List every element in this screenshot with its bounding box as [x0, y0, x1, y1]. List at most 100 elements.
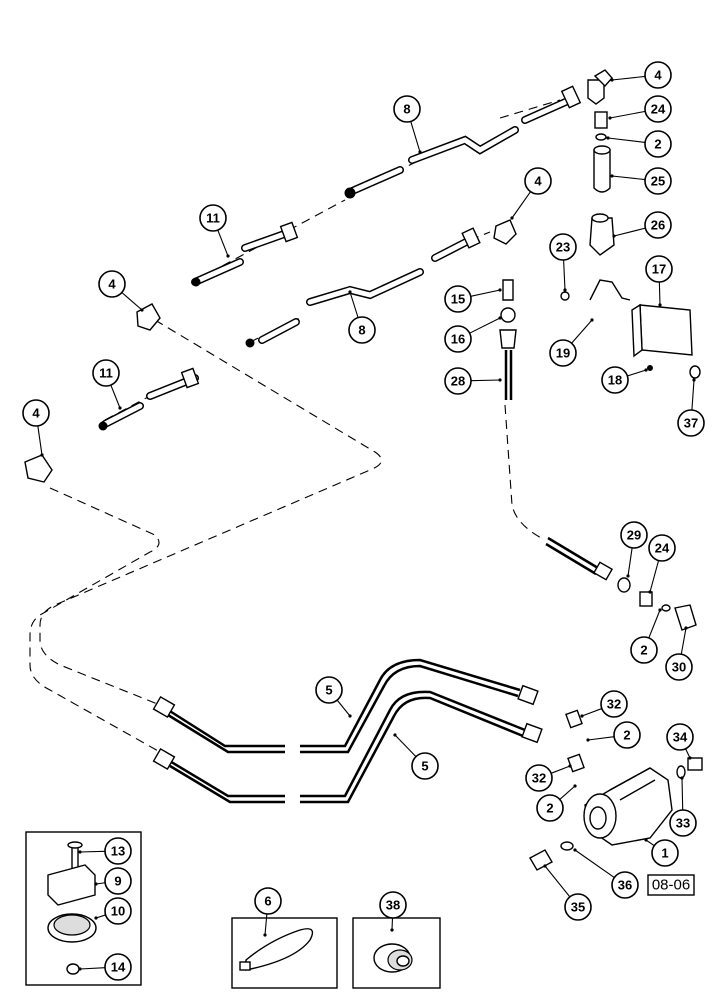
callout-23: 23 — [549, 233, 577, 292]
leader-tip — [692, 378, 696, 382]
leader-line — [349, 291, 359, 318]
callout-14: 14 — [78, 953, 132, 981]
callout-number: 19 — [556, 346, 570, 361]
callout-37: 37 — [677, 378, 705, 437]
clamp-inset — [25, 831, 142, 986]
callout-circle — [22, 399, 50, 427]
callout-circle — [549, 233, 577, 261]
callout-circle — [644, 130, 672, 158]
callout-circle — [549, 339, 577, 367]
callout-circle — [254, 887, 282, 915]
callout-number: 2 — [546, 801, 553, 816]
callout-number: 13 — [111, 844, 125, 859]
callout-number: 34 — [673, 730, 688, 745]
leader-line — [611, 75, 646, 81]
leader-line — [217, 229, 229, 257]
callout-number: 2 — [623, 728, 630, 743]
leader-tip — [573, 784, 577, 788]
strap-inset — [231, 917, 338, 989]
callout-circle — [104, 837, 132, 865]
hose-28-assembly — [499, 279, 697, 631]
leader-tip — [563, 288, 567, 292]
callout-11: 11 — [92, 359, 122, 410]
leader-tip — [648, 590, 652, 594]
leader-line — [336, 699, 351, 717]
callout-13: 13 — [78, 837, 132, 865]
leader-tip — [348, 290, 352, 294]
callout-11: 11 — [199, 204, 230, 258]
callout-24: 24 — [648, 534, 676, 594]
leader-line — [627, 369, 647, 377]
leader-line — [264, 913, 268, 936]
callout-circle — [444, 367, 472, 395]
leader-line — [581, 708, 603, 717]
callout-circle — [644, 167, 672, 195]
callout-circle — [669, 809, 697, 837]
callout-28: 28 — [444, 367, 502, 395]
leader-tip — [590, 318, 594, 322]
leader-line — [574, 849, 615, 878]
callout-number: 5 — [325, 683, 332, 698]
callout-circle — [104, 867, 132, 895]
leader-tip — [684, 626, 688, 630]
callout-circle — [524, 167, 552, 195]
leader-line — [37, 425, 43, 456]
callout-number: 2 — [654, 137, 661, 152]
leader-tip — [78, 850, 82, 854]
callout-number: 38 — [386, 898, 400, 913]
callout-19: 19 — [549, 318, 594, 367]
leader-tip — [612, 234, 616, 238]
callout-circle — [677, 409, 705, 437]
callout-34: 34 — [666, 723, 694, 760]
callout-circle — [525, 764, 553, 792]
hydraulic-motor — [529, 709, 703, 871]
leader-line — [627, 547, 633, 577]
callout-circle — [536, 794, 564, 822]
callout-number: 8 — [358, 323, 365, 338]
callout-circle — [601, 366, 629, 394]
callout-36: 36 — [573, 848, 639, 899]
callout-number: 9 — [114, 874, 121, 889]
leader-line — [550, 765, 571, 774]
lower-tube-assembly — [98, 227, 481, 431]
callout-number: 25 — [651, 174, 665, 189]
leader-tip — [498, 378, 502, 382]
leader-line — [611, 175, 646, 181]
callout-circle — [564, 893, 592, 921]
callout-circle — [104, 953, 132, 981]
leader-line — [571, 319, 593, 344]
callout-circle — [411, 752, 439, 780]
callout-number: 29 — [627, 528, 641, 543]
leader-line — [79, 850, 106, 853]
leader-line — [511, 191, 531, 219]
leader-line — [587, 736, 615, 741]
leader-line — [95, 914, 106, 919]
callout-number: 28 — [451, 374, 465, 389]
callout-number: 16 — [451, 332, 465, 347]
callout-circle — [644, 95, 672, 123]
callout-8: 8 — [393, 95, 422, 154]
leader-tip — [658, 303, 662, 307]
callout-4: 4 — [98, 270, 144, 312]
callout-2: 2 — [536, 784, 577, 822]
callout-number: 11 — [99, 366, 113, 381]
leader-tip — [348, 714, 352, 718]
callout-number: 35 — [571, 900, 585, 915]
callout-circle — [613, 721, 641, 749]
leader-tip — [610, 174, 614, 178]
callout-number: 2 — [640, 643, 647, 658]
leader-tip — [658, 608, 662, 612]
callout-number: 10 — [111, 904, 125, 919]
callout-number: 14 — [111, 960, 126, 975]
callout-5: 5 — [393, 733, 439, 780]
callout-circle — [645, 255, 673, 283]
figure-code-box: 08-06 — [647, 874, 695, 896]
callout-circle — [104, 897, 132, 925]
callout-number: 37 — [684, 416, 698, 431]
callout-26: 26 — [612, 211, 672, 239]
leader-line — [645, 839, 655, 847]
leader-tip — [263, 933, 267, 937]
callout-circle — [620, 521, 648, 549]
